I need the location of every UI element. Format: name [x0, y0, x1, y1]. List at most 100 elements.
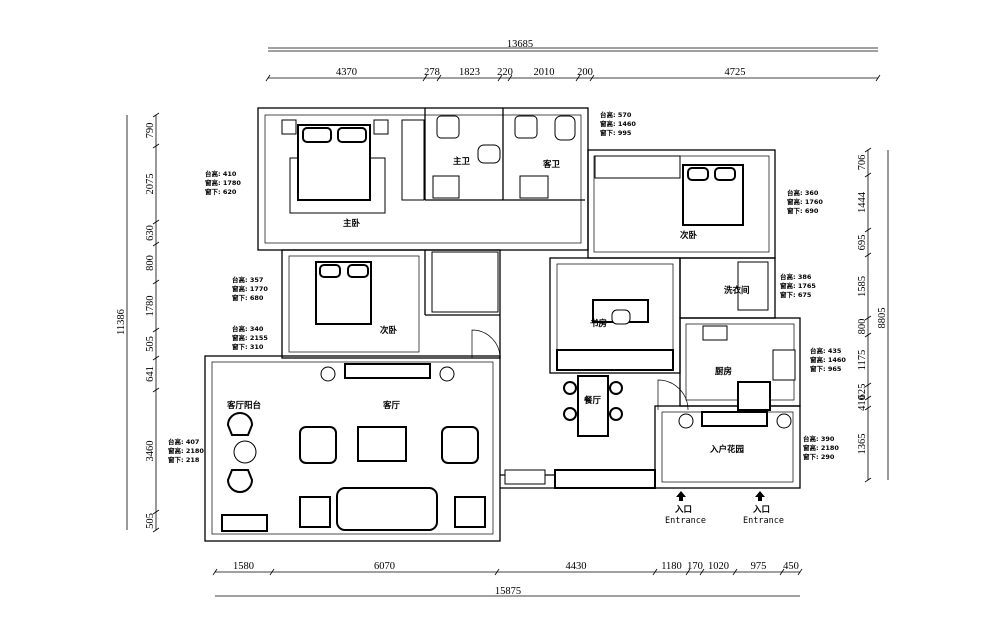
- dimension-label: 278: [424, 67, 440, 78]
- arrow-up-icon: [676, 491, 686, 501]
- entrance-2-en: Entrance: [743, 516, 784, 526]
- dimension-label: 4370: [336, 67, 357, 78]
- shower: [436, 115, 460, 139]
- coffee-table: [357, 426, 407, 462]
- window-note-line: 窗下: 965: [810, 364, 842, 373]
- label-entry-garden: 入户花园: [709, 444, 744, 455]
- dimension-label: 706: [857, 155, 868, 171]
- dimension-label: 3460: [145, 441, 156, 462]
- furniture: [221, 115, 796, 532]
- dimension-label: 790: [145, 123, 156, 139]
- entrance-1-en: Entrance: [665, 516, 706, 526]
- window-note-line: 台高: 390: [803, 434, 835, 443]
- dimension-label: 220: [497, 67, 513, 78]
- living-wall: [204, 355, 501, 542]
- label-dining: 餐厅: [583, 395, 602, 406]
- window-note-line: 窗下: 290: [803, 452, 835, 461]
- label-second-bedroom-right: 次卧: [680, 230, 698, 241]
- left-wardrobe: [431, 251, 499, 313]
- dimension-label: 1585: [857, 276, 868, 297]
- label-kitchen: 厨房: [715, 366, 732, 377]
- garden-cabinet: [554, 469, 656, 489]
- dimension-label: 800: [145, 255, 156, 271]
- dimension-label: 170: [687, 561, 703, 572]
- dimension-label: 1365: [857, 434, 868, 455]
- dimension-label: 1823: [459, 67, 480, 78]
- window-note-line: 窗高: 1460: [600, 119, 636, 128]
- dimension-label: 505: [145, 513, 156, 529]
- dimension-label: 1175: [857, 350, 868, 371]
- fridge: [737, 381, 771, 411]
- dimension-label: 1780: [145, 296, 156, 317]
- balcony-table: [233, 440, 257, 464]
- top-total-dimension: 13685: [507, 39, 533, 50]
- room-labels: 主卧 主卫 客卫 次卧 次卧 书房 洗衣间 厨房 餐厅 客厅 客厅阳台 入户花园…: [226, 156, 784, 526]
- walls: [204, 107, 801, 542]
- dimension-label: 450: [783, 561, 799, 572]
- label-master-bedroom: 主卧: [343, 218, 361, 229]
- dimension-label: 1580: [233, 561, 254, 572]
- window-note-line: 窗下: 995: [600, 128, 632, 137]
- basin: [432, 175, 460, 199]
- dimension-label: 2075: [145, 174, 156, 195]
- window-note-line: 台高: 357: [232, 275, 263, 284]
- window-note-line: 窗下: 690: [787, 206, 819, 215]
- planter: [221, 514, 268, 532]
- window-note-line: 窗下: 675: [780, 290, 812, 299]
- dimension-label: 505: [145, 336, 156, 352]
- label-guest-bath: 客卫: [542, 159, 561, 170]
- window-note-line: 窗高: 1770: [232, 284, 268, 293]
- dimension-label: 6070: [374, 561, 395, 572]
- dimension-label: 410: [857, 395, 868, 411]
- window-note-line: 台高: 360: [787, 188, 819, 197]
- label-living-balcony: 客厅阳台: [226, 400, 262, 411]
- dimension-label: 200: [577, 67, 593, 78]
- stove: [702, 325, 728, 341]
- dimension-label: 4725: [725, 67, 746, 78]
- side-table-right: [454, 496, 486, 528]
- left-total-dimension: 11386: [116, 309, 127, 335]
- label-living: 客厅: [382, 400, 401, 411]
- left-bedroom-wall: [281, 249, 501, 359]
- right-wardrobe: [594, 155, 681, 179]
- tv-cabinet: [344, 363, 431, 379]
- sofa: [336, 487, 438, 531]
- dimension-label: 800: [857, 319, 868, 335]
- wardrobe: [401, 119, 425, 201]
- window-note-line: 窗下: 680: [232, 293, 264, 302]
- study-cabinet: [556, 349, 674, 371]
- entrance-2-cn: 入口: [752, 505, 770, 515]
- dimension-label: 625: [857, 384, 868, 400]
- window-note-line: 窗下: 310: [232, 342, 264, 351]
- window-note-line: 窗下: 620: [205, 187, 237, 196]
- toilet: [477, 144, 501, 164]
- armchair-left: [299, 426, 337, 464]
- sink: [772, 349, 796, 381]
- dining-table: [577, 375, 609, 437]
- entrance-arrows: [676, 491, 765, 501]
- window-note-line: 台高: 570: [600, 110, 632, 119]
- window-note-line: 窗高: 2155: [232, 333, 268, 342]
- dimension-label: 1180: [661, 561, 682, 572]
- dimension-label: 641: [145, 366, 156, 382]
- dimension-label: 630: [145, 225, 156, 241]
- window-note-line: 窗高: 1765: [780, 281, 816, 290]
- dimension-label: 1020: [708, 561, 729, 572]
- right-total-dimension: 8805: [877, 308, 888, 329]
- window-note-line: 窗高: 2180: [803, 443, 839, 452]
- window-note-line: 窗高: 1760: [787, 197, 823, 206]
- label-study: 书房: [590, 318, 607, 329]
- window-note-line: 窗下: 218: [168, 455, 200, 464]
- dimension-label: 975: [751, 561, 767, 572]
- window-note-line: 窗高: 1460: [810, 355, 846, 364]
- window-note-line: 台高: 410: [205, 169, 237, 178]
- label-laundry: 洗衣间: [724, 285, 750, 296]
- dimension-label: 1444: [857, 191, 868, 213]
- window-note-line: 台高: 407: [168, 437, 199, 446]
- window-note-line: 台高: 435: [810, 346, 842, 355]
- window-note-line: 台高: 340: [232, 324, 264, 333]
